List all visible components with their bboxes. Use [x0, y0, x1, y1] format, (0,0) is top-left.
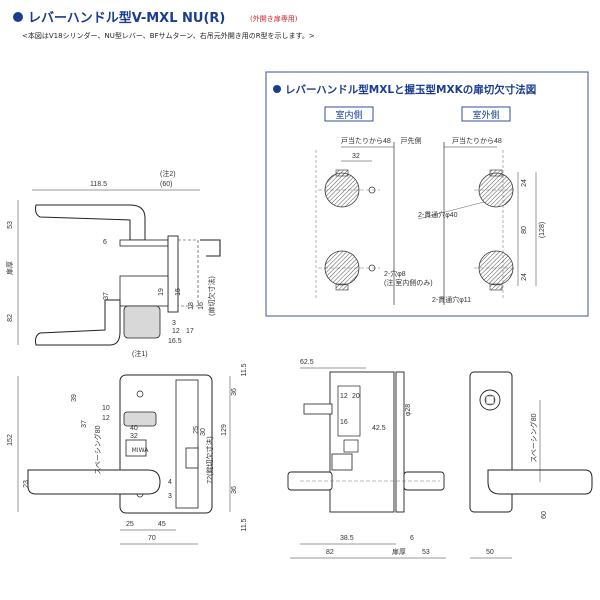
dim-60: (60) [160, 181, 172, 188]
lever-lower [35, 299, 121, 346]
note-1: (注1) [132, 349, 148, 358]
bullet-icon [13, 12, 23, 22]
dim-625: 62.5 [300, 359, 314, 366]
dim-60-back: 60 [541, 511, 548, 519]
dim-40: 40 [130, 425, 138, 432]
dim-425: 42.5 [372, 425, 386, 432]
dim-30: 30 [200, 428, 207, 436]
dim-3: 3 [172, 320, 176, 327]
dim-115-bottom: 11.5 [241, 518, 248, 531]
dim-12: 12 [172, 328, 180, 335]
dim-25-bottom: 25 [126, 521, 134, 528]
dim-backset-right: 戸当たりから48 [452, 136, 502, 145]
lever-front [27, 469, 161, 495]
front-view: 152 23 MIWA 39 37 10 12 40 32 25 30 スペーシ… [7, 363, 248, 545]
door-thickness-section: 扉厚 [392, 547, 406, 556]
dim-18: 18 [188, 302, 195, 310]
inset-title: レバーハンドル型MXLと握玉型MXKの扉切欠寸法図 [285, 83, 536, 96]
note-2: (注2) [160, 169, 176, 178]
dim-3-front: 3 [168, 493, 172, 500]
dim-hole40: 2-貫通穴φ40 [418, 210, 458, 219]
hole-outside-top [474, 169, 516, 208]
cutout-inset: レバーハンドル型MXLと握玉型MXKの扉切欠寸法図 室内側 室外側 戸当たりから… [265, 71, 589, 317]
dim-15: 15 [175, 288, 182, 296]
dim-hole11: 2-貫通穴φ11 [432, 295, 471, 304]
outside-label-box [461, 106, 511, 122]
page-title: レバーハンドル型V-MXL NU(R) [28, 10, 225, 26]
title-note: (外開き扉専用) [250, 14, 298, 23]
lever-upper [35, 204, 146, 241]
dim-82-section: 82 [326, 549, 334, 556]
dim-32: 32 [352, 153, 360, 160]
dim-12-section: 12 [340, 393, 348, 400]
dim-115-top: 11.5 [241, 363, 248, 376]
header: レバーハンドル型V-MXL NU(R) (外開き扉専用) <本図はV18シリンダ… [13, 10, 315, 40]
dim-19: 19 [158, 288, 165, 296]
dim-385: 38.5 [340, 535, 354, 542]
back-view: スペーシング80 60 50 [469, 371, 593, 559]
dim-128: (128) [539, 222, 546, 238]
bullet-icon [273, 85, 281, 93]
dim-phi28: φ28 [405, 404, 412, 416]
door-thickness-label: 扉厚 [5, 261, 14, 275]
dim-hole8: 2-穴φ8 [384, 269, 406, 278]
dim-spacing80-back: スペーシング80 [529, 413, 538, 462]
door-section [395, 371, 405, 513]
hole-inside-bottom [318, 250, 380, 291]
inset-frame [265, 71, 589, 317]
inside-label: 室内側 [335, 109, 362, 121]
dim-spacing80-front: スペーシング80 [93, 425, 102, 474]
brand-mark: MIWA [132, 447, 150, 454]
side-view: 118.5 (注2) (60) 53 扉厚 82 6 37 19 15 18 1… [5, 169, 221, 358]
dim-129: 129 [221, 424, 228, 436]
section-view: 62.5 12 20 16 φ28 42.5 38.5 6 82 扉厚 53 [287, 359, 446, 559]
hole-inside-top [318, 169, 380, 208]
dim-45: 45 [158, 521, 166, 528]
dim-36-bottom: 36 [231, 486, 238, 494]
dim-12: 12 [102, 415, 110, 422]
dim-23: 23 [23, 480, 30, 488]
dim-32: 32 [130, 433, 138, 440]
dim-39: 39 [71, 394, 78, 402]
hole-outside-bottom [474, 250, 516, 291]
dim-53-section: 53 [422, 549, 430, 556]
dim-25-front: 25 [193, 426, 200, 434]
dim-70: 70 [148, 535, 156, 542]
dim-152: 152 [7, 434, 14, 446]
dim-53: 53 [7, 221, 14, 229]
dim-36-top: 36 [231, 388, 238, 396]
dim-4: 4 [168, 479, 172, 486]
dim-17: 17 [186, 328, 194, 335]
dim-165: 16.5 [168, 338, 182, 345]
dim-37: 37 [103, 292, 110, 300]
dim-20: 20 [352, 393, 360, 400]
dim-backset-left: 戸当たりから48 [341, 136, 391, 145]
dim-10: 10 [102, 405, 110, 412]
outside-label: 室外側 [472, 109, 499, 121]
dim-24-top: 24 [521, 179, 528, 187]
dim-72: 72(錠切欠寸法) [205, 436, 214, 483]
dim-16: 16 [198, 302, 205, 310]
dim-82: 82 [7, 314, 14, 322]
dim-hole8-note: (注.室内側のみ) [384, 278, 433, 287]
inside-label-box [324, 106, 374, 122]
dim-80: 80 [521, 226, 528, 234]
page-subtitle: <本図はV18シリンダー、NU型レバー、BFサムターン、右吊元外開き用のR型を示… [22, 31, 315, 40]
dim-6: 6 [103, 239, 107, 246]
dim-1185: 118.5 [90, 181, 107, 188]
dim-adjust: (扉切欠寸法) [207, 276, 216, 316]
dim-6-section: 6 [410, 535, 414, 542]
dim-16-section: 16 [340, 419, 348, 426]
dim-door-edge: 戸先側 [401, 136, 422, 145]
dim-37: 37 [81, 420, 88, 428]
dim-24-bottom: 24 [521, 273, 528, 281]
dim-50: 50 [486, 549, 494, 556]
